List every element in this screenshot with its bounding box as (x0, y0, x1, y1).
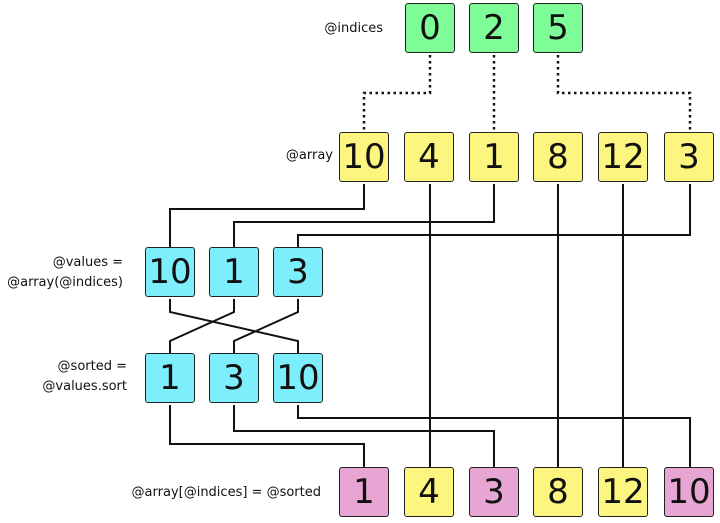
sorted-label-line1: @sorted = (57, 359, 127, 374)
index-5-pointer (556, 55, 692, 132)
array10-to-values (169, 184, 365, 247)
values-label-line2: @array(@indices) (7, 275, 123, 290)
indices-cell: 5 (533, 3, 583, 53)
values-cell: 1 (209, 247, 259, 297)
array3-to-values (297, 184, 691, 247)
values-cell: 10 (145, 247, 195, 297)
index-0-pointer (362, 55, 432, 132)
sorted-cell: 10 (273, 353, 323, 403)
sorted10-to-result (297, 405, 691, 467)
array-cell: 3 (664, 132, 714, 182)
result-cell: 8 (533, 467, 583, 517)
array-cell: 8 (533, 132, 583, 182)
values10-to-sorted (169, 299, 299, 353)
values-label: @values = @array(@indices) (0, 253, 123, 293)
array-cell: 4 (404, 132, 454, 182)
sorted-label: @sorted = @values.sort (0, 357, 127, 397)
array-cell: 10 (339, 132, 389, 182)
array-label: @array (285, 148, 333, 163)
flow-lines (169, 184, 691, 467)
result-cell: 12 (598, 467, 648, 517)
indices-label: @indices (324, 21, 383, 36)
array1-to-values (233, 184, 495, 247)
sorted3-to-result (233, 405, 495, 467)
values-label-line1: @values = (52, 255, 123, 270)
result-cell: 4 (404, 467, 454, 517)
result-cell-replaced: 1 (339, 467, 389, 517)
sorted1-to-result (169, 405, 365, 467)
values3-to-sorted (233, 299, 299, 353)
result-cell-replaced: 3 (469, 467, 519, 517)
values-cell: 3 (273, 247, 323, 297)
sorted-label-line2: @values.sort (42, 379, 127, 394)
values1-to-sorted (169, 299, 235, 353)
index-pointer-lines (362, 55, 692, 132)
array-cell: 1 (469, 132, 519, 182)
result-cell-replaced: 10 (664, 467, 714, 517)
sorted-cell: 1 (145, 353, 195, 403)
sorted-cell: 3 (209, 353, 259, 403)
result-label: @array[@indices] = @sorted (131, 485, 321, 500)
array-cell: 12 (598, 132, 648, 182)
indices-cell: 2 (469, 3, 519, 53)
indices-cell: 0 (405, 3, 455, 53)
